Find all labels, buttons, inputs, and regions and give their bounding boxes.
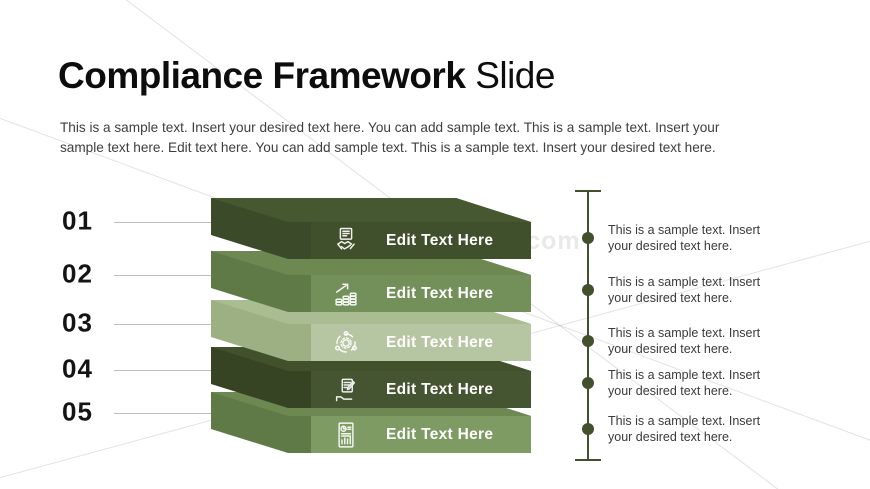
timeline-line xyxy=(587,192,589,459)
edit-text-band-5[interactable]: Edit Text Here xyxy=(311,416,531,453)
page-title-light: Slide xyxy=(475,55,555,96)
connector-line xyxy=(114,324,211,325)
timeline: This is a sample text. Insert your desir… xyxy=(571,190,801,464)
edit-text-band-3[interactable]: Edit Text Here xyxy=(311,324,531,361)
edit-text-label[interactable]: Edit Text Here xyxy=(386,333,494,351)
layer-slab-2[interactable]: Edit Text Here xyxy=(211,251,531,312)
layer-number-03: 03 xyxy=(62,307,93,338)
coins-growth-icon xyxy=(331,279,361,309)
layer-number-01: 01 xyxy=(62,205,93,236)
layer-slab-1[interactable]: Edit Text Here xyxy=(211,198,531,259)
timeline-note-5[interactable]: This is a sample text. Insert your desir… xyxy=(608,414,761,444)
intro-line-2: sample text here. Edit text here. You ca… xyxy=(60,140,716,155)
edit-text-band-1[interactable]: Edit Text Here xyxy=(311,222,531,259)
layer-number-02: 02 xyxy=(62,258,93,289)
document-handshake-icon xyxy=(331,226,361,256)
edit-text-label[interactable]: Edit Text Here xyxy=(386,425,494,443)
edit-text-label[interactable]: Edit Text Here xyxy=(386,231,494,249)
timeline-dot-5 xyxy=(582,423,594,435)
timeline-note-4[interactable]: This is a sample text. Insert your desir… xyxy=(608,368,761,398)
timeline-note-3[interactable]: This is a sample text. Insert your desir… xyxy=(608,326,761,356)
layer-number-05: 05 xyxy=(62,396,93,427)
timeline-dot-1 xyxy=(582,232,594,244)
page-title: Compliance Framework Slide xyxy=(58,55,555,97)
layer-number-04: 04 xyxy=(62,353,93,384)
timeline-note-2[interactable]: This is a sample text. Insert your desir… xyxy=(608,275,761,305)
edit-text-label[interactable]: Edit Text Here xyxy=(386,380,494,398)
connector-line xyxy=(114,275,211,276)
timeline-bottom-cap xyxy=(575,459,601,461)
timeline-top-cap xyxy=(575,190,601,192)
page-title-bold: Compliance Framework xyxy=(58,55,466,96)
timeline-dot-3 xyxy=(582,335,594,347)
timeline-dot-4 xyxy=(582,377,594,389)
timeline-note-1[interactable]: This is a sample text. Insert your desir… xyxy=(608,223,761,253)
connector-line xyxy=(114,370,211,371)
gear-process-icon xyxy=(331,328,361,358)
connector-line xyxy=(114,222,211,223)
timeline-dot-2 xyxy=(582,284,594,296)
report-chart-icon xyxy=(331,420,361,450)
intro-line-1: This is a sample text. Insert your desir… xyxy=(60,120,720,135)
edit-text-label[interactable]: Edit Text Here xyxy=(386,284,494,302)
intro-paragraph: This is a sample text. Insert your desir… xyxy=(60,118,780,158)
connector-line xyxy=(114,413,211,414)
hand-document-pen-icon xyxy=(331,375,361,405)
edit-text-band-2[interactable]: Edit Text Here xyxy=(311,275,531,312)
edit-text-band-4[interactable]: Edit Text Here xyxy=(311,371,531,408)
